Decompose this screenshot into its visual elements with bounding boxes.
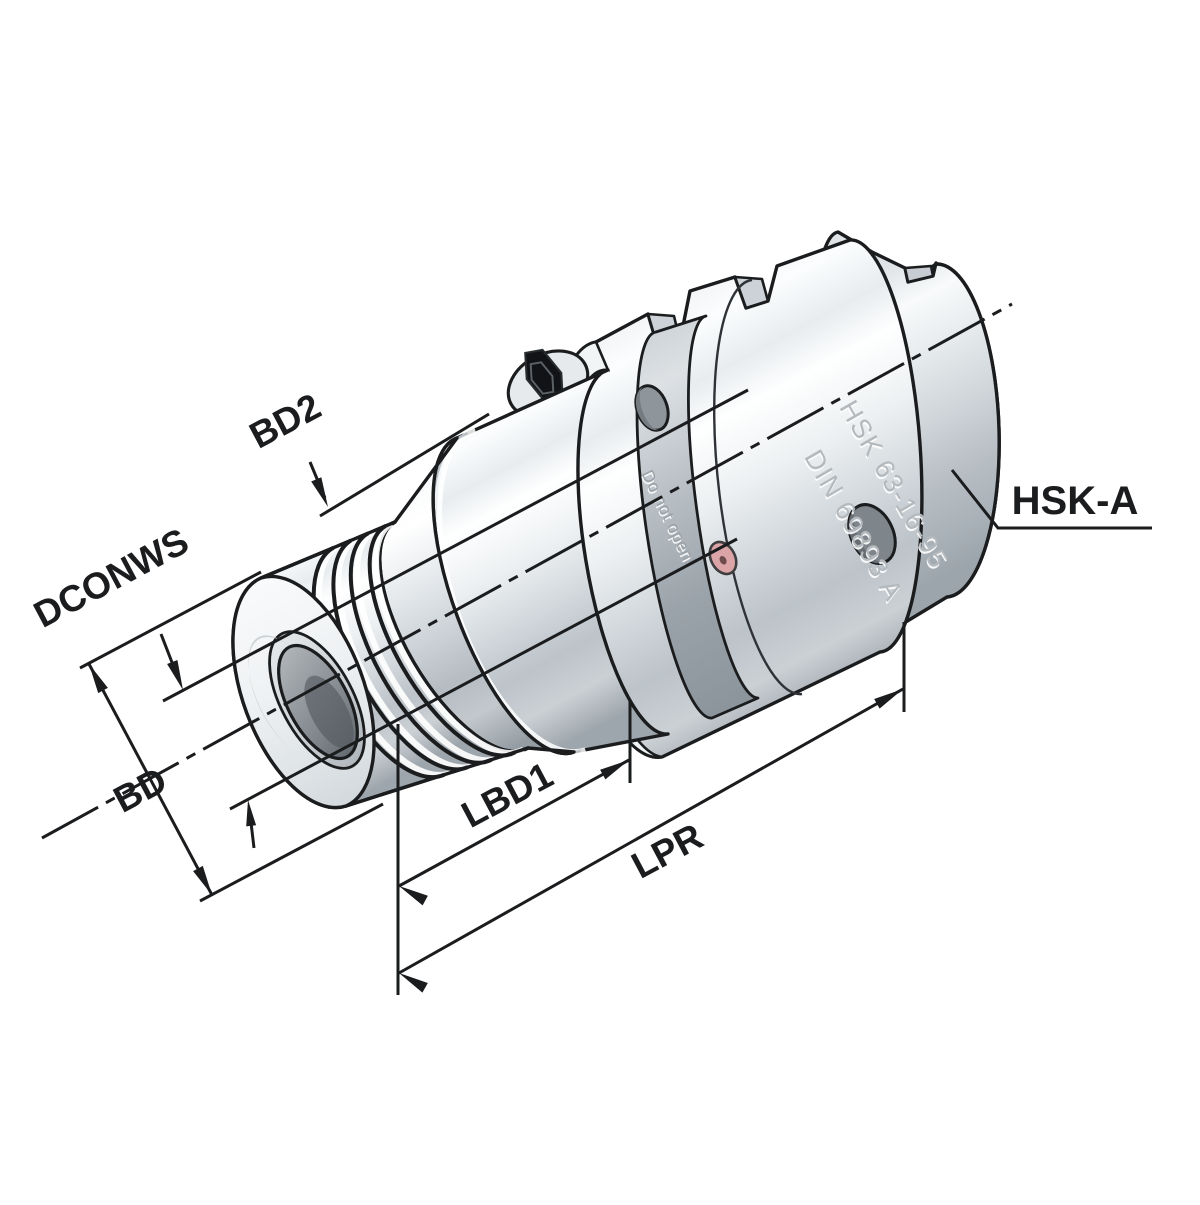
collar-rim-line — [713, 278, 803, 696]
nose-groove — [367, 524, 517, 758]
bd2-arrowhead — [311, 477, 328, 507]
nose-groove-highlight — [335, 535, 478, 771]
lpr-arrowhead-left — [399, 973, 428, 993]
dim-label-hska: HSK-A — [1012, 479, 1139, 523]
tool-body — [231, 230, 1001, 810]
nose-groove — [348, 531, 493, 765]
centerline — [41, 302, 1013, 840]
bd-arrowhead-bottom — [193, 865, 212, 895]
bore-depth — [304, 675, 354, 749]
collar-hole — [847, 503, 897, 565]
step-back-rim — [431, 436, 576, 755]
bd-dim-line — [87, 663, 214, 896]
bd-extension-bottom — [199, 802, 384, 903]
lbd1-dim-line — [398, 758, 630, 888]
dconws-arrowhead — [167, 660, 183, 690]
lpr-arrowhead-right — [874, 689, 903, 709]
nose-outline-restroke — [259, 520, 530, 808]
dconws-arrow-shaft — [159, 633, 175, 666]
dconws-line-top — [162, 388, 749, 703]
nose-groove-highlight — [373, 520, 526, 756]
hska-leader — [950, 469, 1152, 530]
nose-groove-highlight — [354, 528, 502, 764]
bd-extension-top — [79, 570, 262, 670]
hsk-notch-facet — [903, 264, 935, 284]
lbd1-arrowhead-left — [399, 886, 428, 906]
dconws-line-bottom — [229, 537, 738, 811]
dimensioning — [79, 388, 1152, 995]
lpr-dim-line — [398, 687, 904, 975]
dconws-small-arrowhead — [246, 800, 257, 827]
bd-arrowhead-top — [89, 664, 108, 694]
lbd1-arrowhead-right — [600, 760, 629, 780]
bd2-extension-line — [319, 412, 490, 518]
groove-hole — [634, 384, 670, 432]
